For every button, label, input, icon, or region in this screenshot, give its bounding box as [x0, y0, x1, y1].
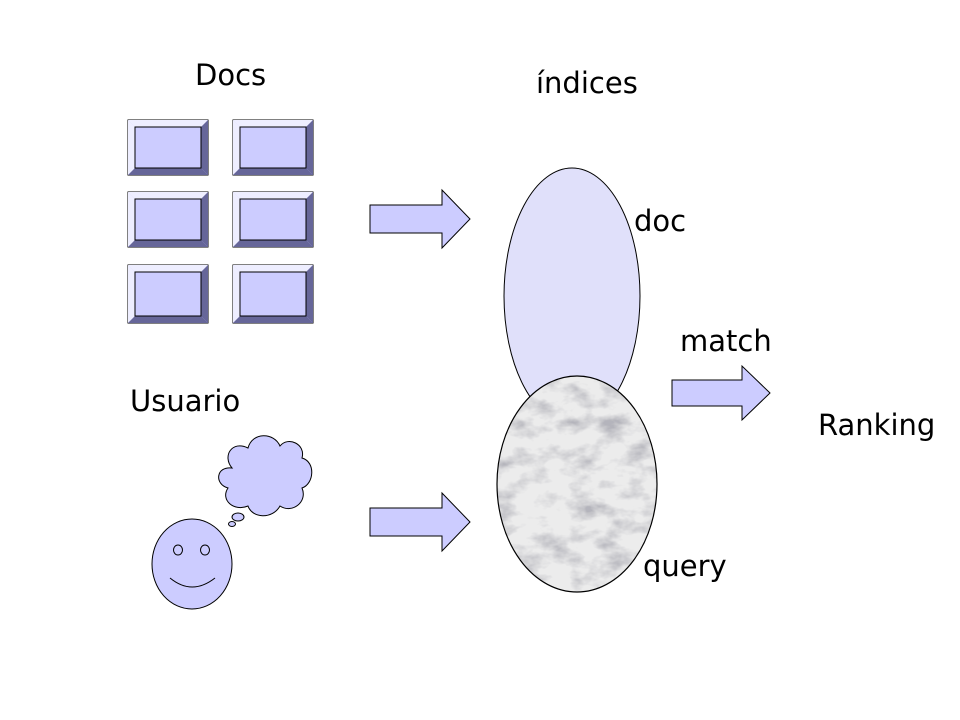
match-label: match: [680, 324, 772, 358]
docs-label: Docs: [195, 58, 267, 92]
arrow-right-icon: [369, 491, 471, 553]
document-grid: [127, 119, 314, 324]
document-icon: [127, 191, 209, 248]
document-icon: [127, 264, 209, 324]
arrow-right-icon: [671, 364, 771, 422]
ranking-label: Ranking: [818, 408, 936, 442]
query-ellipse: [496, 375, 658, 593]
usuario-label: Usuario: [130, 384, 241, 418]
thought-cloud-icon: [218, 435, 313, 527]
query-label: query: [643, 549, 727, 583]
document-icon: [232, 191, 314, 248]
indices-label: índices: [536, 66, 638, 100]
document-icon: [232, 264, 314, 324]
smiley-face-icon: [151, 518, 233, 610]
doc-label: doc: [634, 204, 687, 238]
document-icon: [232, 119, 314, 176]
arrow-right-icon: [369, 188, 471, 250]
document-icon: [127, 119, 209, 176]
